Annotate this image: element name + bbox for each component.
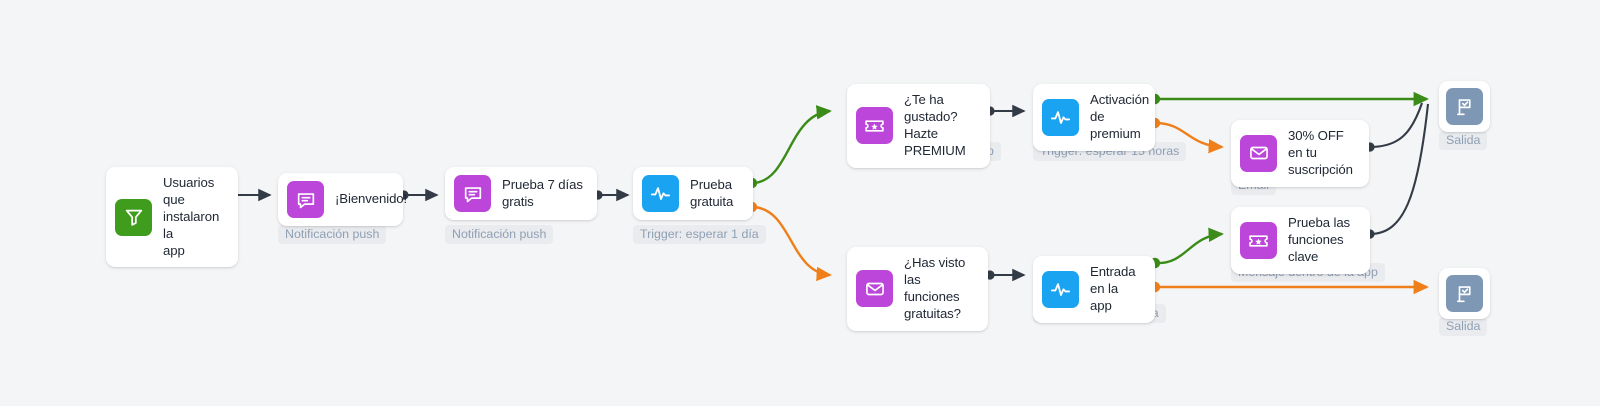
flag-check-icon xyxy=(1446,275,1483,312)
node-label: ¿Te ha gustado? Hazte PREMIUM xyxy=(904,92,966,158)
chat-bubble-icon xyxy=(454,175,491,212)
node-segmento[interactable]: Usuarios que instalaron la app xyxy=(106,167,238,268)
funnel-icon xyxy=(115,198,152,236)
node-descuento-30[interactable]: 30% OFF en tu suscripción xyxy=(1231,120,1369,187)
edge-tehagustado-to-activacion xyxy=(985,104,1026,118)
node-funciones-clave[interactable]: Prueba las funciones clave xyxy=(1231,207,1370,274)
node-prueba-7-dias[interactable]: Prueba 7 días gratis xyxy=(445,167,597,220)
edge-entrada-no xyxy=(1149,279,1429,295)
envelope-icon xyxy=(856,270,893,308)
edge-activacion-yes xyxy=(1149,91,1429,107)
edge-descuento-to-salida-top xyxy=(1365,102,1423,152)
flag-check-icon xyxy=(1446,88,1483,125)
node-salida-bottom[interactable] xyxy=(1439,268,1490,319)
caption-bienvenido: Notificación push xyxy=(278,225,387,244)
node-te-ha-gustado[interactable]: ¿Te ha gustado? Hazte PREMIUM xyxy=(847,84,990,168)
pulse-icon xyxy=(1042,98,1079,136)
node-label: Prueba 7 días gratis xyxy=(502,176,583,209)
node-label: ¡Bienvenido! xyxy=(335,191,408,207)
pulse-icon xyxy=(642,175,679,212)
edge-prueba7-to-pruebagratuita xyxy=(593,188,630,202)
node-label: Activación de premium xyxy=(1090,92,1150,141)
edge-hasvisto-to-entrada xyxy=(985,268,1026,282)
caption-salida-bottom: Salida xyxy=(1439,317,1488,336)
edge-pruebagratuita-yes xyxy=(746,105,832,189)
node-label: 30% OFF en tu suscripción xyxy=(1288,128,1353,177)
envelope-icon xyxy=(1240,134,1277,172)
node-bienvenido[interactable]: ¡Bienvenido! xyxy=(278,173,407,226)
node-has-visto-funciones[interactable]: ¿Has visto las funciones gratuitas? xyxy=(847,247,988,331)
pulse-icon xyxy=(1042,270,1079,308)
ticket-icon xyxy=(1240,221,1277,259)
node-label: Prueba gratuita xyxy=(690,176,734,209)
edge-funcionesclave-to-salida-top xyxy=(1365,103,1430,239)
node-salida-top[interactable] xyxy=(1439,81,1490,132)
node-label: Usuarios que instalaron la app xyxy=(163,175,220,258)
caption-prueba-7-dias: Notificación push xyxy=(445,225,554,244)
node-label: Prueba las funciones clave xyxy=(1288,215,1351,264)
node-entrada-app[interactable]: Entrada en la app xyxy=(1033,256,1155,323)
ticket-icon xyxy=(856,107,893,145)
node-activacion-premium[interactable]: Activación de premium xyxy=(1033,84,1155,151)
edge-entrada-yes xyxy=(1149,227,1224,269)
chat-bubble-icon xyxy=(287,181,324,218)
node-label: Entrada en la app xyxy=(1090,264,1136,313)
node-prueba-gratuita[interactable]: Prueba gratuita xyxy=(633,167,753,220)
node-label: ¿Has visto las funciones gratuitas? xyxy=(904,255,966,321)
caption-salida-top: Salida xyxy=(1439,131,1488,150)
caption-prueba-gratuita: Trigger: esperar 1 día xyxy=(633,225,766,244)
